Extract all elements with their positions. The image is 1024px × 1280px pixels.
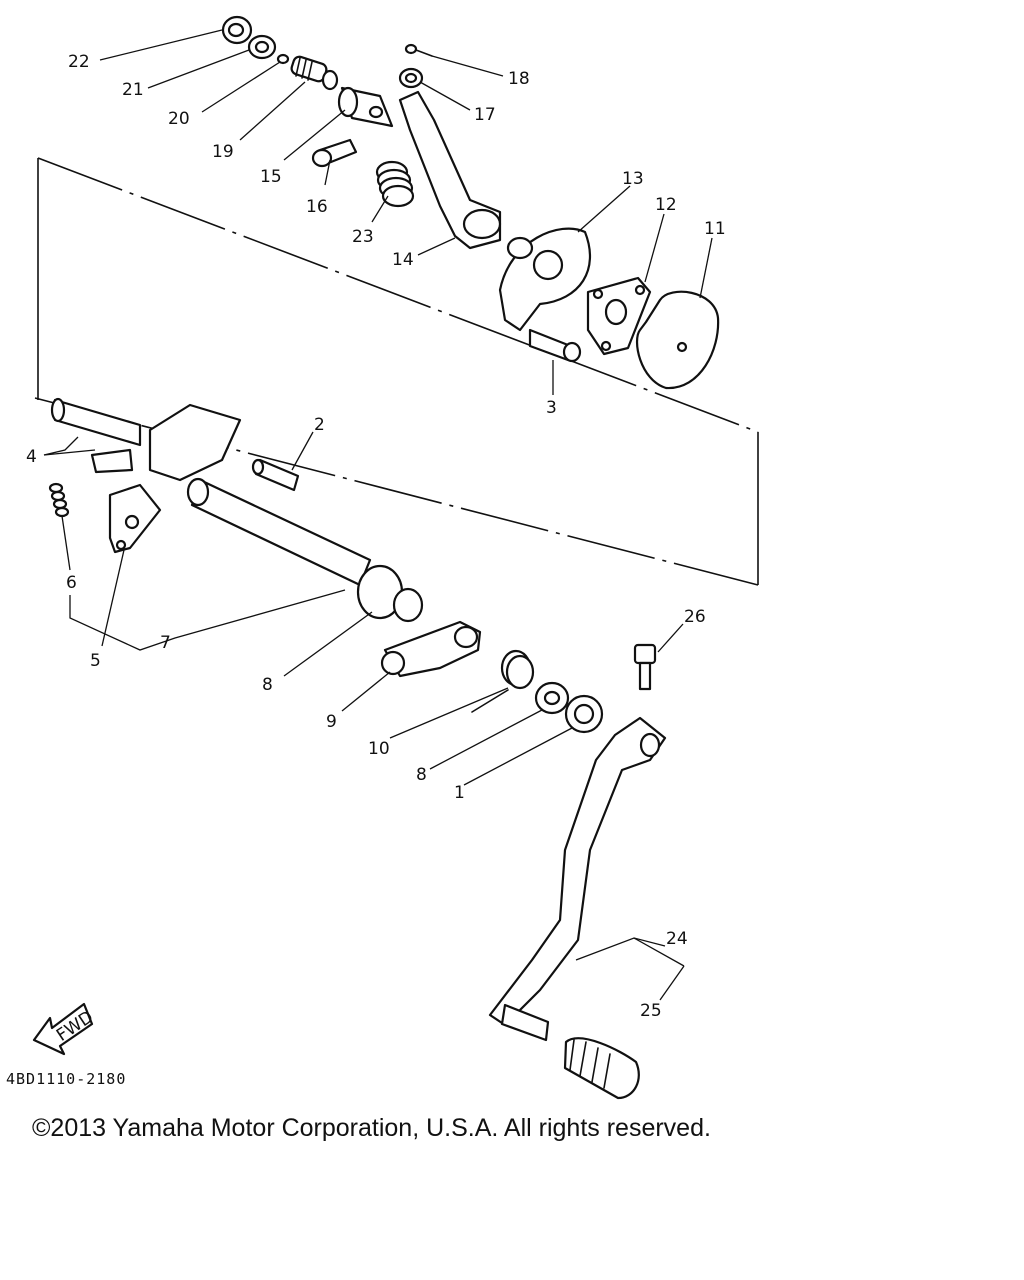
part-10-spring [471, 649, 535, 713]
callout-18: 18 [508, 69, 530, 89]
part-17-washer [398, 67, 424, 89]
part-2-pin [251, 458, 300, 492]
part-23-spring [375, 160, 415, 208]
part-11-cam-plate [635, 290, 720, 390]
part-9-lever [380, 620, 482, 678]
copyright-notice: ©2013 Yamaha Motor Corporation, U.S.A. A… [32, 1114, 711, 1142]
part-13-plate [498, 227, 591, 332]
part-4-shift-forks [50, 397, 242, 482]
part-16-pin [311, 138, 358, 168]
part-21-washer [247, 34, 277, 60]
callout-19: 19 [212, 142, 234, 162]
part-24-shift-pedal [488, 716, 667, 1042]
part-14-arm [398, 90, 502, 250]
part-6-spring [48, 482, 70, 518]
callout-3: 3 [546, 398, 557, 418]
part-1-collar [564, 694, 604, 734]
part-26-bolt [633, 643, 657, 691]
part-22-nut [221, 15, 253, 45]
callout-7: 7 [160, 633, 171, 653]
leader-lines [43, 29, 713, 1001]
callout-14: 14 [392, 250, 414, 270]
callout-9: 9 [326, 712, 337, 732]
callout-8-upper: 8 [262, 675, 273, 695]
callout-22: 22 [68, 52, 90, 72]
callout-15: 15 [260, 167, 282, 187]
callout-20: 20 [168, 109, 190, 129]
part-19-bolt [290, 55, 339, 91]
part-20-ring [276, 53, 290, 65]
callout-17: 17 [474, 105, 496, 125]
callout-23: 23 [352, 227, 374, 247]
part-25-rubber-grip [563, 1037, 640, 1100]
callout-11: 11 [704, 219, 726, 239]
callout-1: 1 [454, 783, 465, 803]
callout-6: 6 [66, 573, 77, 593]
callout-5: 5 [90, 651, 101, 671]
callout-21: 21 [122, 80, 144, 100]
part-15-yoke [337, 86, 394, 128]
callout-8-lower: 8 [416, 765, 427, 785]
part-18-cotter-pin [404, 43, 433, 57]
drawing-code: 4BD1110-2180 [6, 1070, 126, 1088]
part-8-washer-upper [534, 681, 570, 715]
part-5-lever [108, 483, 162, 554]
callout-25: 25 [640, 1001, 662, 1021]
callout-2: 2 [314, 415, 325, 435]
callout-24: 24 [666, 929, 688, 949]
callout-10: 10 [368, 739, 390, 759]
part-3-bolt [528, 328, 582, 363]
callout-labels: 22 21 20 19 15 16 18 17 23 14 13 12 11 3… [26, 52, 726, 1021]
fwd-arrow-icon: FWD [32, 1002, 97, 1056]
callout-13: 13 [622, 169, 644, 189]
part-7-shift-shaft [186, 477, 424, 623]
part-12-plate [586, 276, 652, 356]
callout-26: 26 [684, 607, 706, 627]
callout-16: 16 [306, 197, 328, 217]
callout-4: 4 [26, 447, 37, 467]
callout-12: 12 [655, 195, 677, 215]
